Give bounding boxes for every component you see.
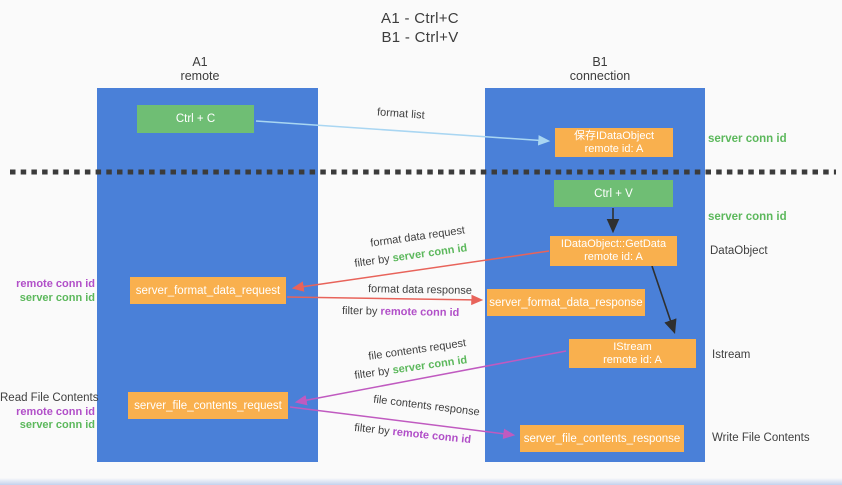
server-file-contents-request-label: server_file_contents_request	[134, 399, 282, 412]
left-remote-conn-id: remote conn id	[16, 278, 95, 290]
getdata-line1: IDataObject::GetData	[560, 238, 667, 250]
write-file-contents-annotation: Write File Contents	[712, 432, 810, 444]
right-server-conn-id-mid: server conn id	[708, 211, 787, 223]
format-data-response-filter-prefix: filter by	[341, 304, 378, 318]
bottom-fade-strip	[0, 478, 842, 485]
format-data-response-edge-label: format data response	[367, 283, 473, 297]
format-data-request-filter-prefix: filter by	[353, 253, 391, 270]
column-a1-name: A1	[192, 55, 208, 69]
column-header-a1: A1 remote	[130, 55, 270, 83]
file-contents-response-filter-key: remote conn id	[391, 425, 472, 447]
format-data-response-filter-key: remote conn id	[380, 305, 460, 320]
left-server-conn-id: server conn id	[19, 291, 95, 304]
read-file-contents-annotation: Read File Contents remote conn id server…	[0, 392, 99, 433]
istream-node: IStream remote id: A	[569, 339, 696, 368]
ctrl-v-label: Ctrl + V	[594, 187, 633, 200]
server-file-contents-request-node: server_file_contents_request	[128, 392, 288, 419]
file-contents-response-filter-prefix: filter by	[353, 421, 391, 438]
server-format-data-response-node: server_format_data_response	[487, 289, 645, 316]
format-data-request-filter-key: server conn id	[391, 242, 468, 265]
istream-line1: IStream	[613, 340, 652, 353]
column-b1-name: B1	[592, 55, 608, 69]
server-format-data-response-label: server_format_data_response	[489, 296, 643, 309]
save-idataobject-line1: 保存IDataObject	[573, 129, 655, 142]
title-line-2: B1 - Ctrl+V	[381, 29, 459, 46]
column-b1-subtitle: connection	[569, 69, 631, 83]
title-line-1: A1 - Ctrl+C	[381, 10, 459, 27]
column-a1-subtitle: remote	[180, 69, 220, 83]
server-format-data-request-label: server_format_data_request	[135, 284, 281, 297]
istream-annotation: Istream	[712, 349, 751, 361]
idataobject-getdata-node: IDataObject::GetData remote id: A	[550, 236, 677, 266]
server-format-data-request-node: server_format_data_request	[130, 277, 286, 304]
format-list-edge-label: format list	[376, 106, 426, 122]
server-file-contents-response-label: server_file_contents_response	[523, 432, 681, 445]
save-idataobject-line2: remote id: A	[584, 142, 644, 155]
read-file-contents-label: Read File Contents	[0, 392, 99, 404]
ctrl-v-node: Ctrl + V	[554, 180, 673, 207]
column-header-b1: B1 connection	[530, 55, 670, 83]
right-server-conn-id-top: server conn id	[708, 133, 787, 145]
dataobject-annotation: DataObject	[710, 245, 768, 257]
file-contents-response-edge-label: file contents response	[372, 393, 481, 419]
istream-line2: remote id: A	[603, 353, 662, 366]
getdata-line2: remote id: A	[584, 251, 643, 263]
page-title: A1 - Ctrl+C B1 - Ctrl+V	[320, 9, 520, 47]
ctrl-c-label: Ctrl + C	[175, 113, 216, 125]
left-bottom-server-conn-id: server conn id	[19, 419, 95, 431]
save-idataobject-node: 保存IDataObject remote id: A	[555, 128, 673, 157]
left-bottom-remote-conn-id: remote conn id	[16, 405, 95, 418]
file-contents-request-filter-prefix: filter by	[353, 365, 391, 382]
left-conn-id-annotation: remote conn id server conn id	[10, 278, 95, 305]
ctrl-c-node: Ctrl + C	[137, 105, 254, 133]
server-file-contents-response-node: server_file_contents_response	[520, 425, 684, 452]
